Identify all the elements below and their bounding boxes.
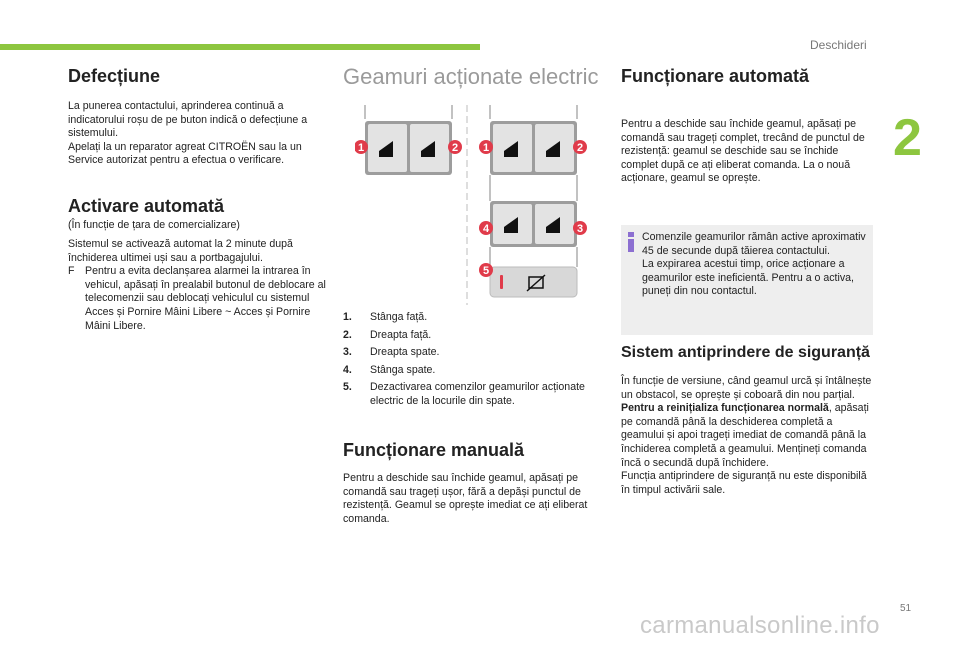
front-switch-panel-left — [365, 121, 452, 175]
defect-heading: Defecțiune — [68, 66, 161, 86]
front-switch-panel-right — [490, 121, 577, 175]
auto-activation-paragraph: Sistemul se activează automat la 2 minut… — [68, 238, 293, 264]
bullet-text: Pentru a evita declanșarea alarmei la in… — [85, 265, 326, 332]
window-switches-diagram: 1 2 1 2 4 3 5 — [355, 105, 587, 305]
top-accent-bar — [0, 44, 480, 50]
auto-operation-heading: Funcționare automată — [621, 66, 810, 86]
auto-operation-text: Pentru a deschide sau închide geamul, ap… — [621, 118, 865, 185]
anti-pinch-intro: În funcție de versiune, când geamul urcă… — [621, 375, 872, 401]
anti-pinch-reset-bold: Pentru a reinițializa funcționarea norma… — [621, 402, 829, 415]
auto-activation-heading: Activare automată — [68, 196, 225, 216]
manual-operation-heading: Funcționare manuală — [343, 440, 525, 460]
badge-5 — [479, 263, 493, 277]
auto-activation-text: Sistemul se activează automat la 2 minut… — [68, 238, 330, 333]
badge-1-left-label: 1 — [358, 142, 364, 154]
auto-activation-bullet: F Pentru a evita declanșarea alarmei la … — [68, 265, 330, 333]
watermark: carmanualsonline.info — [640, 612, 880, 639]
chapter-number: 2 — [893, 109, 922, 167]
badge-5-label: 5 — [483, 265, 489, 277]
legend-item-3: 3.Dreapta spate. — [343, 346, 440, 359]
badge-3-label: 3 — [577, 223, 583, 235]
badge-2-right-label: 2 — [577, 142, 583, 154]
anti-pinch-heading: Sistem antiprindere de siguranță — [621, 344, 870, 361]
info-icon — [628, 232, 634, 252]
badge-2-left-label: 2 — [452, 142, 458, 154]
auto-activation-subtitle: (În funcție de țara de comercializare) — [68, 219, 240, 231]
badge-1-left — [355, 140, 368, 154]
defect-paragraph: La punerea contactului, aprinderea conti… — [68, 100, 308, 167]
defect-text: La punerea contactului, aprinderea conti… — [68, 100, 330, 168]
power-windows-heading: Geamuri acționate electric — [343, 64, 599, 89]
badge-4-label: 4 — [483, 223, 490, 235]
badge-3 — [573, 221, 587, 235]
switch-legend: 1.Stânga față. 2.Dreapta față. 3.Dreapta… — [343, 311, 595, 413]
anti-pinch-text: În funcție de versiune, când geamul urcă… — [621, 375, 873, 497]
rear-switch-panel — [490, 201, 577, 247]
info-text: Comenzile geamurilor rămân active aproxi… — [642, 231, 866, 298]
badge-2-right — [573, 140, 587, 154]
badge-4 — [479, 221, 493, 235]
anti-pinch-reset: Pentru a reinițializa funcționarea norma… — [621, 402, 873, 497]
badge-1-right-label: 1 — [483, 142, 489, 154]
legend-item-4: 4.Stânga spate. — [343, 363, 436, 376]
child-lock-button — [489, 266, 578, 298]
badge-1-right — [479, 140, 493, 154]
legend-item-1: 1.Stânga față. — [343, 311, 428, 323]
section-label: Deschideri — [810, 38, 867, 52]
info-box — [621, 225, 873, 335]
legend-item-2: 2.Dreapta față. — [343, 328, 432, 341]
manual-operation-text: Pentru a deschide sau închide geamul, ap… — [343, 472, 588, 525]
page-number: 51 — [900, 603, 912, 614]
anti-pinch-reset-text: , apăsați pe comandă până la deschiderea… — [621, 402, 869, 496]
legend-item-5: 5.Dezactivarea comenzilor geamurilor acț… — [343, 381, 585, 407]
bullet-marker: F — [68, 265, 75, 278]
badge-2-left — [448, 140, 462, 154]
